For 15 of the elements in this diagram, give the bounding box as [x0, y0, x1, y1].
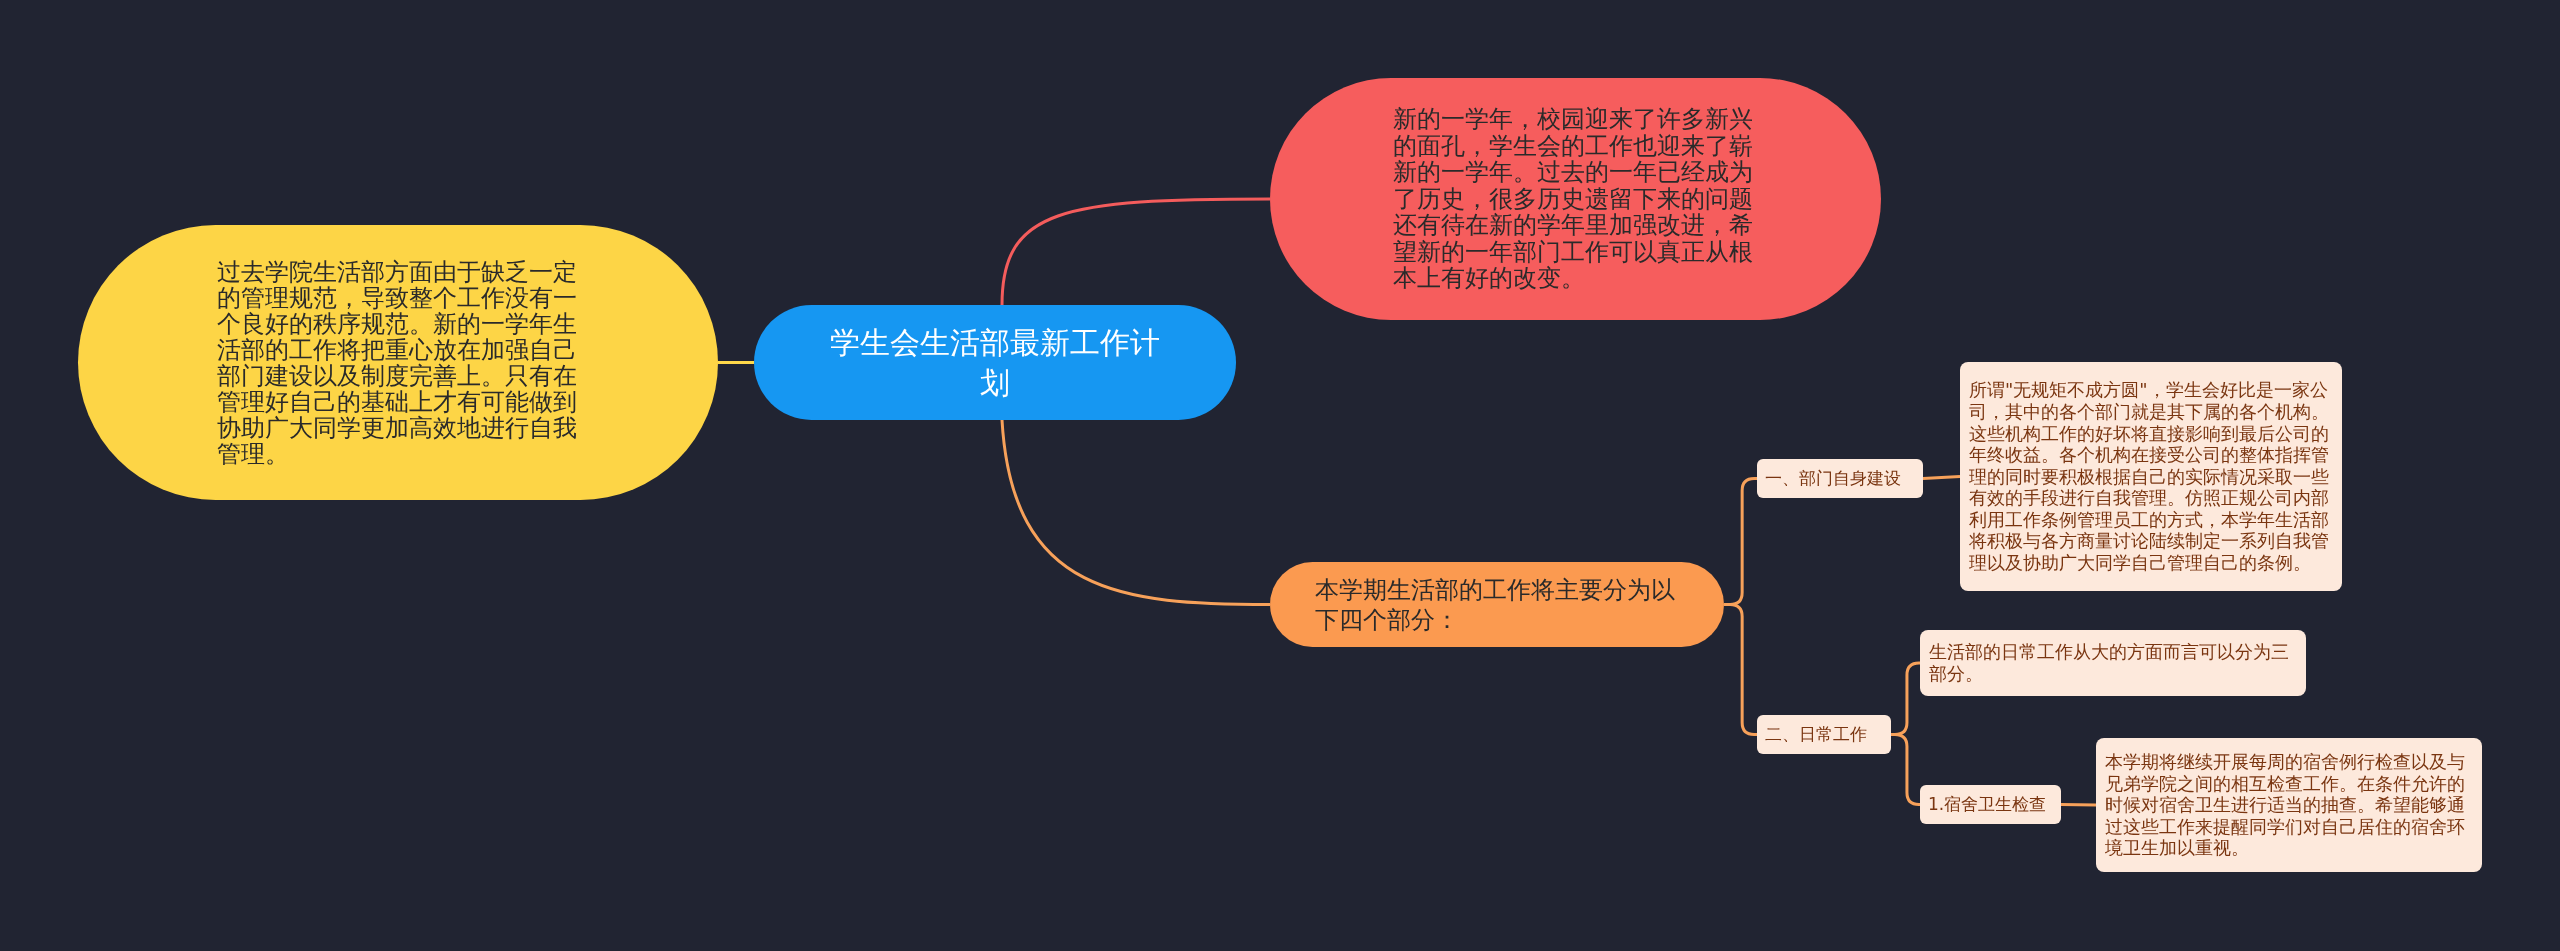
note-box: 生活部的日常工作从大的方面而言可以分为三部分。 [1920, 630, 2306, 696]
subtopic-box: 一、部门自身建设 [1757, 459, 1923, 498]
topic-box: 学生会生活部最新工作计划 [754, 305, 1236, 420]
topic-box: 过去学院生活部方面由于缺乏一定的管理规范，导致整个工作没有一个良好的秩序规范。新的一学年生活部的工作将把重心放在加强自己部门建设以及制度完善上。只有在管理好自己的基础上才有可能做到协助广大同学更加高效地进行自我管理。 [78, 225, 718, 500]
connector-line [1000, 197, 1270, 306]
subtopic-box: 1.宿舍卫生检查 [1920, 785, 2061, 824]
connector-line [718, 361, 754, 364]
note-box: 所谓"无规矩不成方圆"，学生会好比是一家公司，其中的各个部门就是其下属的各个机构。这些机构工作的好坏将直接影响到最后公司的年终收益。各个机构在接受公司的整体指挥管理的同时要积极根据自己的实际情况采取一些有效的手段进行自我管理。仿照正规公司内部利用工作条例管理员工的方式，本学年生活部将积极与各方商量讨论陆续制定一系列自我管理以及协助广大同学自己管理自己的条例。 [1960, 362, 2342, 591]
connector-line [1922, 475, 1961, 480]
topic-box: 新的一学年，校园迎来了许多新兴的面孔，学生会的工作也迎来了崭新的一学年。过去的一年已经成为了历史，很多历史遗留下来的问题还有待在新的学年里加强改进，希望新的一年部门工作可以真正从根本上有好的改变。 [1270, 78, 1881, 320]
note-box: 本学期将继续开展每周的宿舍例行检查以及与兄弟学院之间的相互检查工作。在条件允许的时候对宿舍卫生进行适当的抽查。希望能够通过这些工作来提醒同学们对自己居住的宿舍环境卫生加以重视。 [2096, 738, 2482, 872]
subtopic-box: 二、日常工作 [1757, 715, 1891, 754]
connector-line [2060, 803, 2097, 807]
connector-line [1000, 419, 1270, 606]
topic-box: 本学期生活部的工作将主要分为以下四个部分： [1270, 562, 1724, 647]
